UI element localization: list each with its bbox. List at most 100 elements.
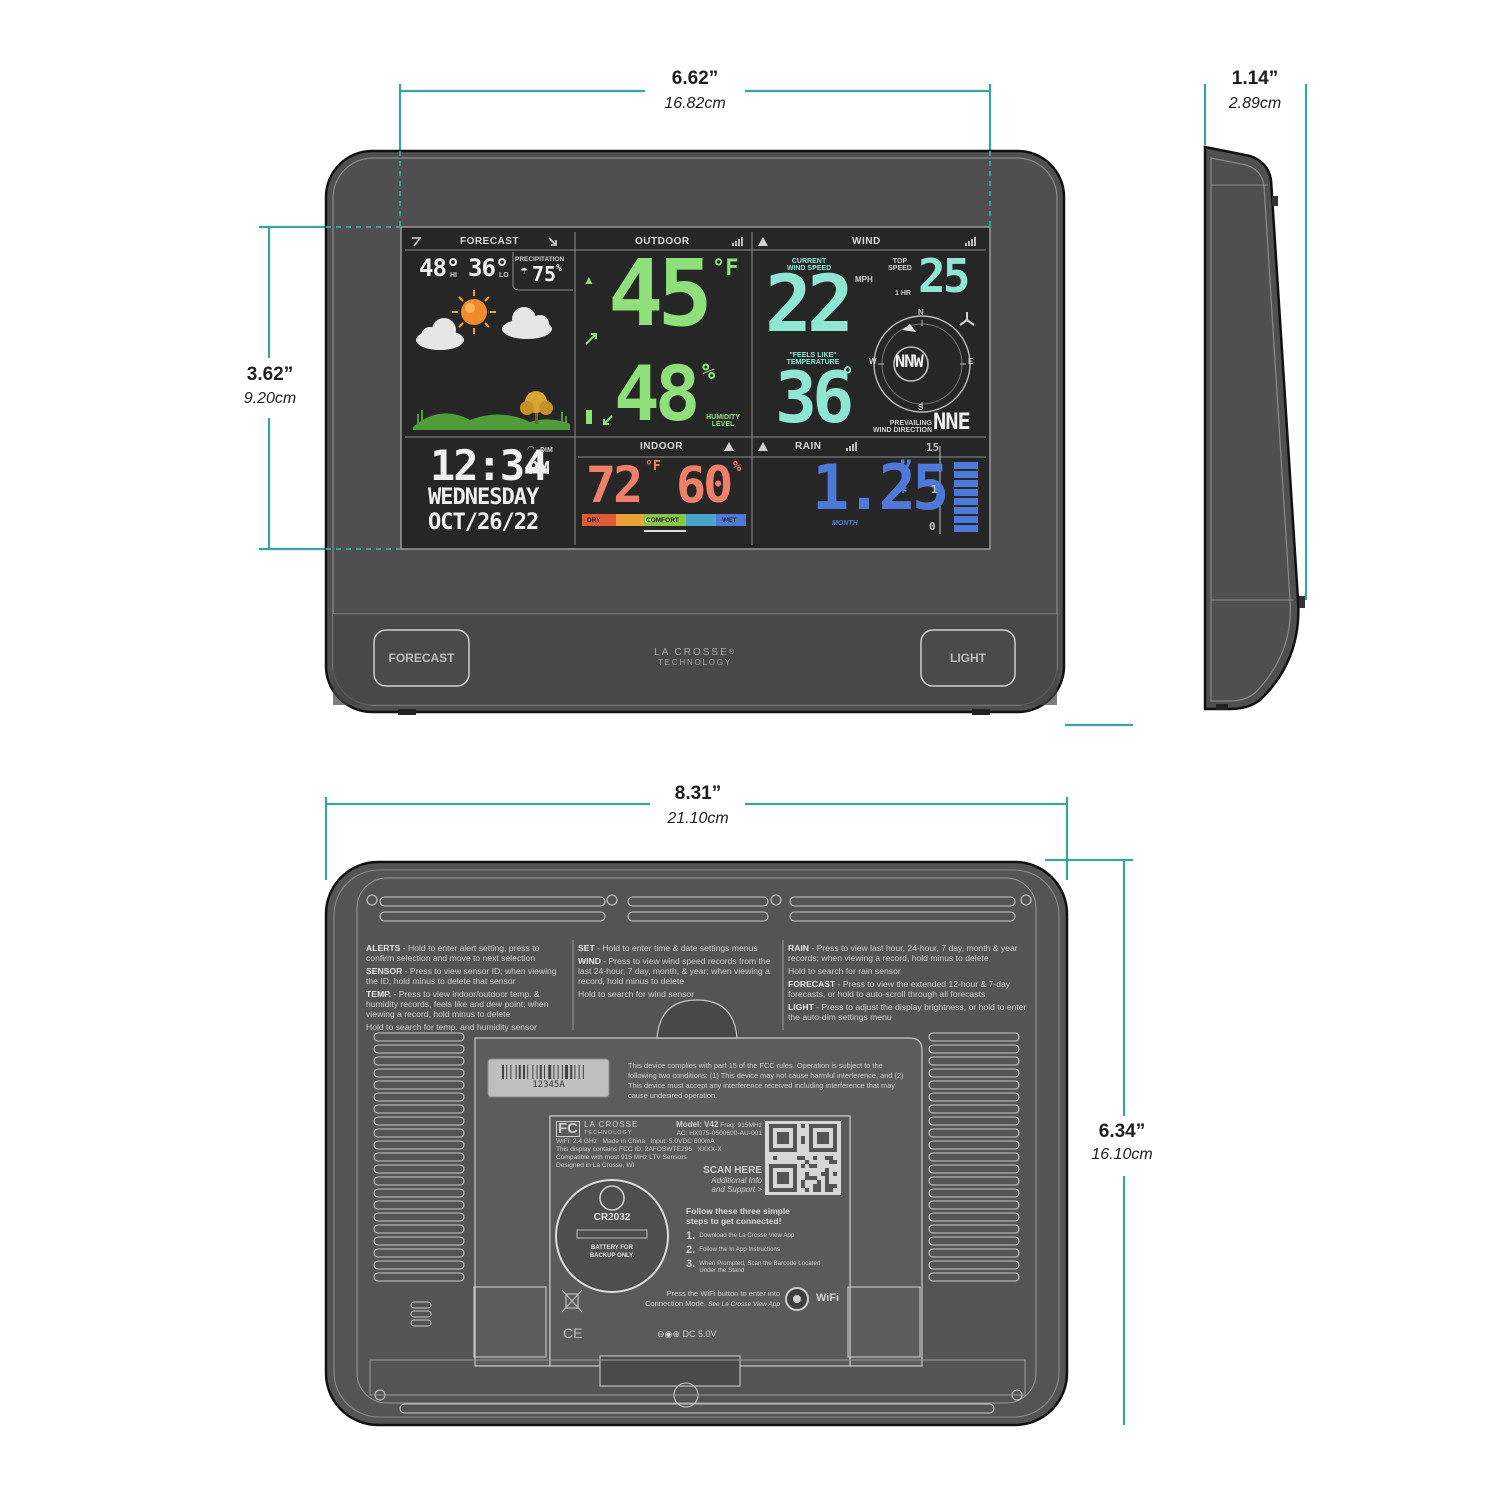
qr-module	[833, 1184, 837, 1188]
vent-slot	[928, 1092, 1020, 1102]
wifi-instructions-line1: Press the WiFi button to enter into	[666, 1289, 780, 1298]
qr-module	[801, 1156, 805, 1160]
qr-finder	[777, 1172, 789, 1184]
qr-module	[825, 1188, 829, 1192]
signal-strength-icon	[732, 237, 976, 451]
instruction-key: ALERTS	[366, 943, 401, 953]
vent-slot	[373, 1104, 465, 1114]
setup-step-number: 1.	[686, 1230, 696, 1242]
indoor-humidity-unit: %	[733, 459, 742, 475]
barcode-bar	[557, 1065, 559, 1079]
back-height-dimension-line	[1045, 723, 1133, 1425]
instruction-item: Hold to search for temp. and humidity se…	[366, 1022, 566, 1032]
label-model: Model: V42	[676, 1120, 719, 1129]
instruction-key: LIGHT	[788, 1002, 814, 1012]
instruction-text: - Press to adjust the display brightness…	[788, 1002, 1027, 1022]
vent-slot	[373, 1044, 465, 1054]
outdoor-humidity-unit: %	[702, 360, 716, 385]
vent-slot	[928, 1128, 1020, 1138]
setup-step: 3.When Prompted, Scan the Barcode Locate…	[686, 1258, 826, 1274]
clock-ampm: PM	[528, 458, 550, 479]
umbrella-icon: ☂	[520, 266, 529, 276]
indoor-temperature-unit: °F	[645, 459, 661, 474]
qr-module	[829, 1156, 833, 1160]
brand-mark: ®	[728, 649, 736, 656]
rain-unit: ”	[898, 456, 913, 484]
instruction-text: - Press to view sensor ID; when viewing …	[366, 966, 557, 986]
barcode-bar	[527, 1065, 529, 1079]
instruction-item: FORECAST - Press to view the extended 12…	[788, 979, 1033, 999]
indoor-humidity: 60	[676, 456, 733, 514]
vent-slot	[373, 1176, 465, 1186]
stand-leg-left	[473, 1286, 547, 1358]
indoor-title: INDOOR	[640, 441, 683, 452]
dc-polarity: ⊖◉⊕ DC 5.0V	[657, 1329, 716, 1340]
rain-title: RAIN	[795, 441, 822, 452]
instruction-item: RAIN - Press to view last hour, 24-hour,…	[788, 943, 1033, 963]
qr-module	[825, 1180, 829, 1184]
back-width-dimension-line	[324, 797, 1069, 880]
label-designed: Designed in La Crosse, WI	[556, 1162, 635, 1169]
outdoor-humidity-label: HUMIDITY LEVEL	[706, 414, 740, 428]
wind-turbine-icon	[959, 312, 975, 326]
comfort-scale-wet: WET	[722, 517, 737, 524]
outdoor-humidity: 48	[614, 349, 700, 438]
vent-slot	[373, 1080, 465, 1090]
feels-like-label: "FEELS LIKE" TEMPERATURE	[786, 352, 840, 366]
qr-module	[825, 1168, 829, 1172]
side-view-housing	[1203, 145, 1305, 711]
barcode-bar	[544, 1065, 545, 1079]
forecast-button[interactable]: FORECAST	[388, 651, 455, 665]
barcode-bar	[553, 1065, 555, 1079]
forecast-high-label: HI	[450, 272, 457, 279]
qr-module	[829, 1188, 833, 1192]
qr-module	[801, 1140, 805, 1144]
battery-note: BATTERY FOR BACKUP ONLY.	[572, 1244, 652, 1260]
qr-module	[825, 1176, 829, 1180]
rain-scale-top: 15	[926, 441, 940, 454]
label-brand-sub: TECHNOLOGY	[584, 1130, 633, 1136]
additional-info: Additional Info	[711, 1176, 762, 1185]
prevailing-direction-label: PREVAILING WIND DIRECTION	[872, 420, 932, 434]
outdoor-battery-icon	[586, 410, 592, 424]
trend-arrow-icon	[585, 333, 613, 425]
top-vent-slots	[379, 896, 1016, 922]
barcode-bar	[570, 1065, 573, 1079]
rain-period: MONTH	[832, 520, 858, 527]
weee-bin-icon	[561, 1289, 583, 1313]
steps-title: Follow these three simple steps to get c…	[686, 1206, 836, 1226]
stand-notch	[656, 999, 738, 1039]
barcode-bar	[582, 1065, 584, 1079]
vent-slot	[928, 1116, 1020, 1126]
compass-north: N	[918, 308, 924, 317]
vent-slot	[928, 1248, 1020, 1258]
speaker-holes	[410, 1301, 432, 1327]
rain-drop-icon: ✱	[899, 485, 908, 496]
feels-like-temperature: 36	[775, 357, 854, 439]
vent-slot	[373, 1056, 465, 1066]
qr-module	[805, 1176, 809, 1180]
barcode-bar	[518, 1065, 521, 1079]
stand-leg-right	[847, 1286, 921, 1358]
barcode-bar	[561, 1065, 563, 1079]
vent-slot	[928, 1080, 1020, 1090]
vent-slot	[373, 1092, 465, 1102]
brand-sub: TECHNOLOGY	[657, 658, 732, 667]
light-button[interactable]: LIGHT	[950, 651, 986, 665]
indoor-temperature: 72	[586, 456, 643, 514]
wifi-status-icon: ◠	[527, 444, 535, 454]
qr-module	[805, 1188, 809, 1192]
barcode-bar	[578, 1065, 580, 1079]
setup-step-text: Follow the In App Instructions	[699, 1246, 781, 1253]
back-instructions-col2: SET - Hold to enter time & date settings…	[578, 943, 778, 1002]
forecast-sun-icon	[452, 290, 496, 334]
qr-module	[821, 1172, 825, 1176]
barcode-bar	[502, 1065, 504, 1079]
barcode-bar	[510, 1065, 512, 1079]
vent-slot	[928, 1164, 1020, 1174]
qr-module	[829, 1184, 833, 1188]
barcode-bar	[536, 1065, 538, 1079]
qr-module	[801, 1184, 805, 1188]
lcd-screen	[400, 226, 991, 550]
wifi-instructions: Press the WiFi button to enter into Conn…	[628, 1289, 780, 1310]
